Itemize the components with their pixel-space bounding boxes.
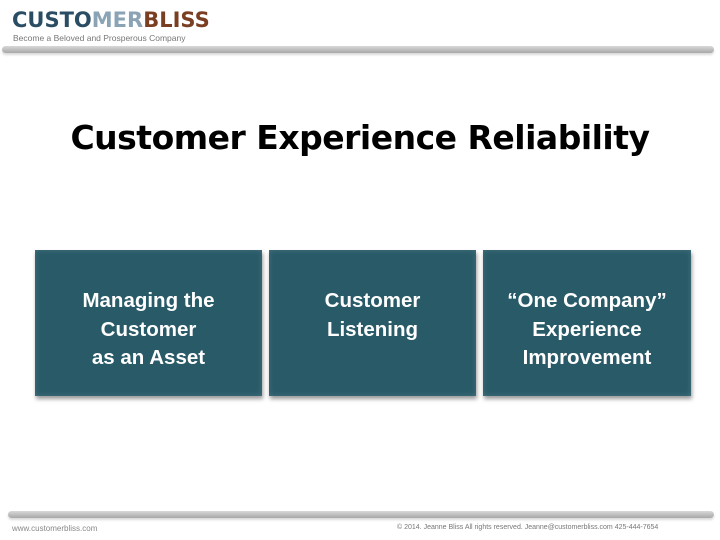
box-line: Improvement: [522, 346, 652, 369]
header-divider: [2, 46, 714, 53]
tagline: Become a Beloved and Prosperous Company: [13, 33, 186, 43]
footer-website: www.customerbliss.com: [12, 524, 98, 533]
box-line: “One Company”: [507, 289, 667, 312]
slide-title: Customer Experience Reliability: [70, 118, 650, 157]
footer-copyright: © 2014. Jeanne Bliss All rights reserved…: [397, 524, 659, 531]
box-one-company-experience: “One Company” Experience Improvement: [483, 250, 691, 396]
box-line: Experience: [532, 317, 642, 341]
footer-divider: [8, 511, 714, 518]
box-line: Listening: [326, 317, 419, 341]
customer-bliss-logo: CUSTOMERBLISS: [12, 8, 210, 32]
box-line: Customer: [324, 289, 421, 312]
logo-part-2: MER: [91, 8, 144, 32]
logo-part-3: BLISS: [143, 8, 210, 32]
box-line: Customer: [100, 317, 197, 341]
logo-part-1: CUSTO: [12, 8, 92, 32]
box-customer-listening: Customer Listening: [269, 250, 476, 396]
box-line: Managing the: [82, 289, 215, 312]
box-managing-customer-asset: Managing the Customer as an Asset: [35, 250, 262, 396]
box-line: as an Asset: [91, 346, 206, 369]
